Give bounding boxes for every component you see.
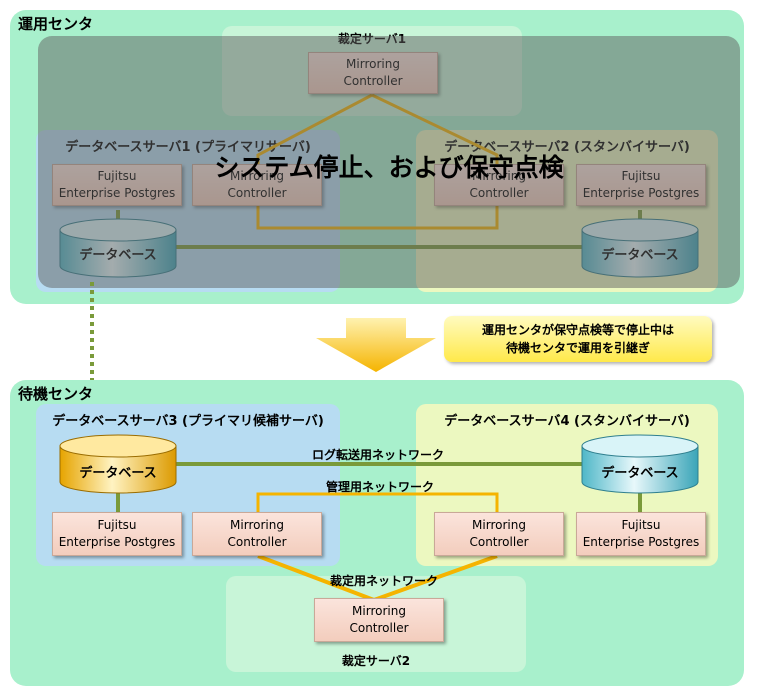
db-server4-database-label: データベース: [601, 466, 679, 481]
management-network-line: [256, 492, 499, 512]
shutdown-overlay-text: システム停止、および保守点検: [214, 153, 564, 182]
arbitration-network-label: 裁定用ネットワーク: [330, 574, 439, 588]
management-network-label: 管理用ネットワーク: [326, 480, 435, 494]
db-server4-database-icon: [581, 434, 699, 494]
db-server4-fep-box: Fujitsu Enterprise Postgres: [576, 512, 706, 556]
callout-line1: 運用センタが保守点検等で停止中は: [481, 323, 674, 337]
log-transfer-network-label: ログ転送用ネットワーク: [312, 448, 445, 462]
mc-line1: Mirroring: [472, 518, 526, 532]
fep-line1: Fujitsu: [621, 518, 661, 532]
standby-arbiter-title: 裁定サーバ2: [341, 654, 411, 668]
failover-callout: 運用センタが保守点検等で停止中は 待機センタで運用を引継ぎ: [444, 316, 712, 362]
mc-line1: Mirroring: [230, 518, 284, 532]
standby-arbiter-mirroring-controller: Mirroring Controller: [314, 598, 444, 642]
failover-arrow-icon: [316, 318, 436, 372]
db-server3-database-icon: [59, 434, 177, 494]
mc-line1: Mirroring: [352, 604, 406, 618]
fep-line2: Enterprise Postgres: [582, 535, 700, 549]
mc-line2: Controller: [349, 621, 409, 635]
standby-center-title: 待機センタ: [18, 385, 94, 403]
mc-line2: Controller: [469, 535, 529, 549]
fep-line2: Enterprise Postgres: [58, 535, 176, 549]
db-server3-database-label: データベース: [79, 466, 157, 481]
db-server3-mirroring-controller: Mirroring Controller: [192, 512, 322, 556]
shutdown-overlay: [38, 36, 740, 288]
db-server3-title: データベースサーバ3 (プライマリ候補サーバ): [52, 414, 324, 429]
fep-line1: Fujitsu: [97, 518, 137, 532]
mc-line2: Controller: [227, 535, 287, 549]
active-center-title: 運用センタ: [18, 15, 94, 33]
db-server4-title: データベースサーバ4 (スタンバイサーバ): [444, 414, 690, 429]
db-server4-mirroring-controller: Mirroring Controller: [434, 512, 564, 556]
db-server3-fep-box: Fujitsu Enterprise Postgres: [52, 512, 182, 556]
callout-line2: 待機センタで運用を引継ぎ: [505, 341, 650, 355]
